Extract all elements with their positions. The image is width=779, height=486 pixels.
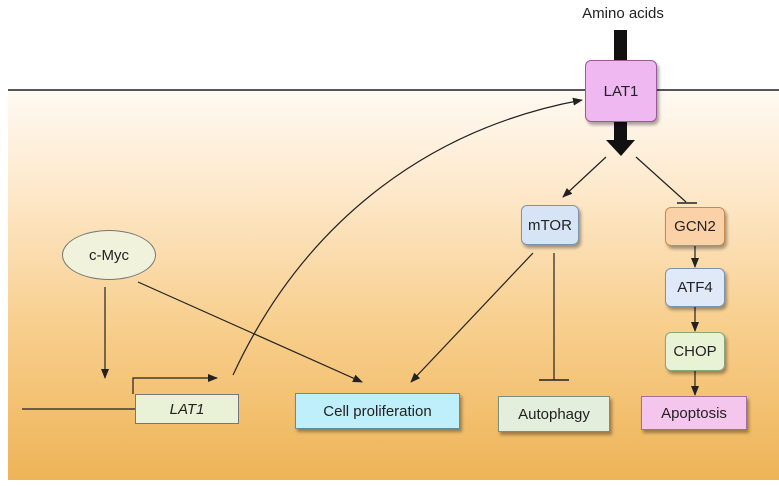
amino-acid-output-arrowhead [606,140,635,156]
cell-membrane-line [8,89,779,91]
autophagy-node: Autophagy [498,396,610,432]
chop-label: CHOP [673,343,717,360]
c-myc-label: c-Myc [89,246,129,264]
amino-acid-output-bar [614,120,627,143]
arrow-lat1-to-mtor [562,156,607,198]
atf4-node: ATF4 [665,268,725,307]
inhibit-lat1-to-gcn2 [635,156,687,203]
arrow-mtor-to-proliferation [410,252,534,383]
autophagy-label: Autophagy [518,405,590,423]
chop-node: CHOP [665,332,725,371]
amino-acid-influx-bar [614,30,627,62]
atf4-label: ATF4 [677,279,713,296]
lat1-transporter-label: LAT1 [603,82,639,100]
cell-proliferation-label: Cell proliferation [323,402,432,420]
lat1-gene-node: LAT1 [135,394,239,424]
apoptosis-label: Apoptosis [661,404,727,422]
amino-acids-label: Amino acids [582,5,664,22]
apoptosis-node: Apoptosis [641,396,747,430]
gcn2-label: GCN2 [674,218,716,235]
c-myc-node: c-Myc [62,230,156,280]
lat1-transporter-node: LAT1 [585,60,657,122]
arrow-gene-to-transporter [232,97,583,376]
transcription-start-arrow [132,374,218,394]
cell-proliferation-node: Cell proliferation [295,393,460,429]
mtor-node: mTOR [521,205,579,245]
lat1-gene-label: LAT1 [169,400,205,418]
arrow-myc-to-proliferation [137,281,363,383]
gcn2-node: GCN2 [665,207,725,246]
mtor-label: mTOR [528,216,572,234]
